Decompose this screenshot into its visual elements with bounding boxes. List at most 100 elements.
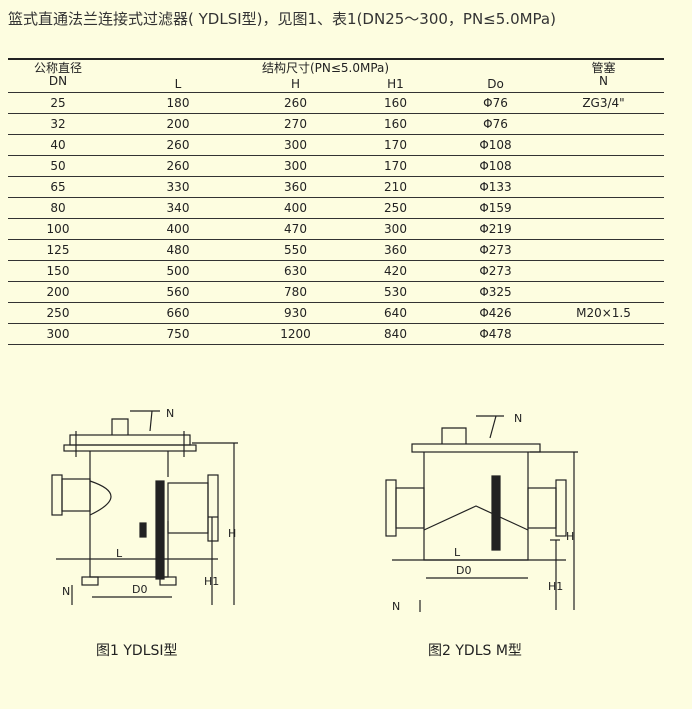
cell-dn: 65 bbox=[8, 176, 108, 198]
cell-n bbox=[543, 218, 664, 240]
cell-dn: 300 bbox=[8, 323, 108, 345]
header-do: Do bbox=[487, 77, 504, 91]
cell-l: 340 bbox=[108, 197, 248, 219]
cell-do: Φ273 bbox=[448, 260, 543, 282]
cell-h1: 640 bbox=[343, 302, 448, 324]
figure2-caption: 图2 YDLS M型 bbox=[428, 643, 522, 659]
cell-h: 300 bbox=[248, 155, 343, 177]
cell-n bbox=[543, 197, 664, 219]
cell-h: 260 bbox=[248, 92, 343, 114]
cell-h: 300 bbox=[248, 134, 343, 156]
cell-n bbox=[543, 323, 664, 345]
cell-h1: 160 bbox=[343, 113, 448, 135]
cell-do: Φ76 bbox=[448, 92, 543, 114]
cell-h1: 300 bbox=[343, 218, 448, 240]
cell-l: 180 bbox=[108, 92, 248, 114]
cell-h1: 420 bbox=[343, 260, 448, 282]
cell-h: 270 bbox=[248, 113, 343, 135]
cell-l: 750 bbox=[108, 323, 248, 345]
header-n: N bbox=[599, 74, 608, 88]
fig1-label-n-top: N bbox=[166, 407, 174, 420]
cell-l: 330 bbox=[108, 176, 248, 198]
cell-h1: 360 bbox=[343, 239, 448, 261]
header-plug: 管塞 bbox=[591, 61, 616, 75]
cell-n bbox=[543, 155, 664, 177]
fig1-label-h1: H1 bbox=[204, 575, 219, 588]
cell-h: 780 bbox=[248, 281, 343, 303]
cell-n bbox=[543, 176, 664, 198]
cell-l: 480 bbox=[108, 239, 248, 261]
fig2-label-h1: H1 bbox=[548, 580, 563, 593]
cell-h: 1200 bbox=[248, 323, 343, 345]
cell-do: Φ273 bbox=[448, 239, 543, 261]
cell-l: 260 bbox=[108, 134, 248, 156]
fig1-label-d0: D0 bbox=[132, 583, 147, 596]
header-nominal-diameter: 公称直径 bbox=[33, 61, 82, 75]
header-h: H bbox=[290, 77, 301, 91]
fig2-label-h: H bbox=[566, 530, 574, 543]
cell-do: Φ219 bbox=[448, 218, 543, 240]
cell-dn: 125 bbox=[8, 239, 108, 261]
cell-do: Φ108 bbox=[448, 155, 543, 177]
cell-h1: 840 bbox=[343, 323, 448, 345]
cell-h1: 170 bbox=[343, 134, 448, 156]
fig2-label-n-bottom: N bbox=[392, 600, 400, 613]
cell-do: Φ159 bbox=[448, 197, 543, 219]
header-row-bottom: DN L H H1 Do N bbox=[8, 74, 664, 93]
cell-dn: 25 bbox=[8, 92, 108, 114]
cell-dn: 32 bbox=[8, 113, 108, 135]
cell-dn: 150 bbox=[8, 260, 108, 282]
header-dn: DN bbox=[48, 74, 68, 88]
cell-l: 260 bbox=[108, 155, 248, 177]
cell-h1: 530 bbox=[343, 281, 448, 303]
cell-dn: 40 bbox=[8, 134, 108, 156]
cell-n bbox=[543, 113, 664, 135]
cell-h: 550 bbox=[248, 239, 343, 261]
header-structure-dims: 结构尺寸(PN≤5.0MPa) bbox=[261, 61, 390, 75]
fig2-label-n-top: N bbox=[514, 412, 522, 425]
cell-h: 360 bbox=[248, 176, 343, 198]
fig1-label-l: L bbox=[116, 547, 123, 560]
cell-h1: 160 bbox=[343, 92, 448, 114]
cell-do: Φ76 bbox=[448, 113, 543, 135]
fig1-label-n-bottom: N bbox=[62, 585, 70, 598]
cell-h1: 210 bbox=[343, 176, 448, 198]
cell-do: Φ426 bbox=[448, 302, 543, 324]
fig1-label-h: H bbox=[228, 527, 236, 540]
cell-l: 400 bbox=[108, 218, 248, 240]
cell-l: 660 bbox=[108, 302, 248, 324]
cell-l: 200 bbox=[108, 113, 248, 135]
cell-h: 400 bbox=[248, 197, 343, 219]
cell-dn: 50 bbox=[8, 155, 108, 177]
spec-table: 公称直径 结构尺寸(PN≤5.0MPa) 管塞 DN L H H1 Do N 2… bbox=[8, 58, 664, 345]
fig2-label-l: L bbox=[454, 546, 461, 559]
cell-n: ZG3/4" bbox=[543, 92, 664, 114]
cell-l: 500 bbox=[108, 260, 248, 282]
cell-do: Φ325 bbox=[448, 281, 543, 303]
cell-dn: 200 bbox=[8, 281, 108, 303]
cell-dn: 250 bbox=[8, 302, 108, 324]
cell-do: Φ478 bbox=[448, 323, 543, 345]
header-h1: H1 bbox=[387, 77, 404, 91]
figure1-drawing: N L H H1 D0 N bbox=[51, 407, 238, 605]
header-row-top: 公称直径 结构尺寸(PN≤5.0MPa) 管塞 bbox=[8, 60, 664, 76]
cell-n: M20×1.5 bbox=[543, 302, 664, 324]
page-title: 篮式直通法兰连接式过滤器( YDLSⅠ型)，见图1、表1(DN25～300，PN… bbox=[8, 10, 556, 28]
cell-dn: 100 bbox=[8, 218, 108, 240]
cell-h: 470 bbox=[248, 218, 343, 240]
cell-do: Φ108 bbox=[448, 134, 543, 156]
cell-do: Φ133 bbox=[448, 176, 543, 198]
cell-h: 630 bbox=[248, 260, 343, 282]
fig2-label-d0: D0 bbox=[456, 564, 471, 577]
cell-l: 560 bbox=[108, 281, 248, 303]
